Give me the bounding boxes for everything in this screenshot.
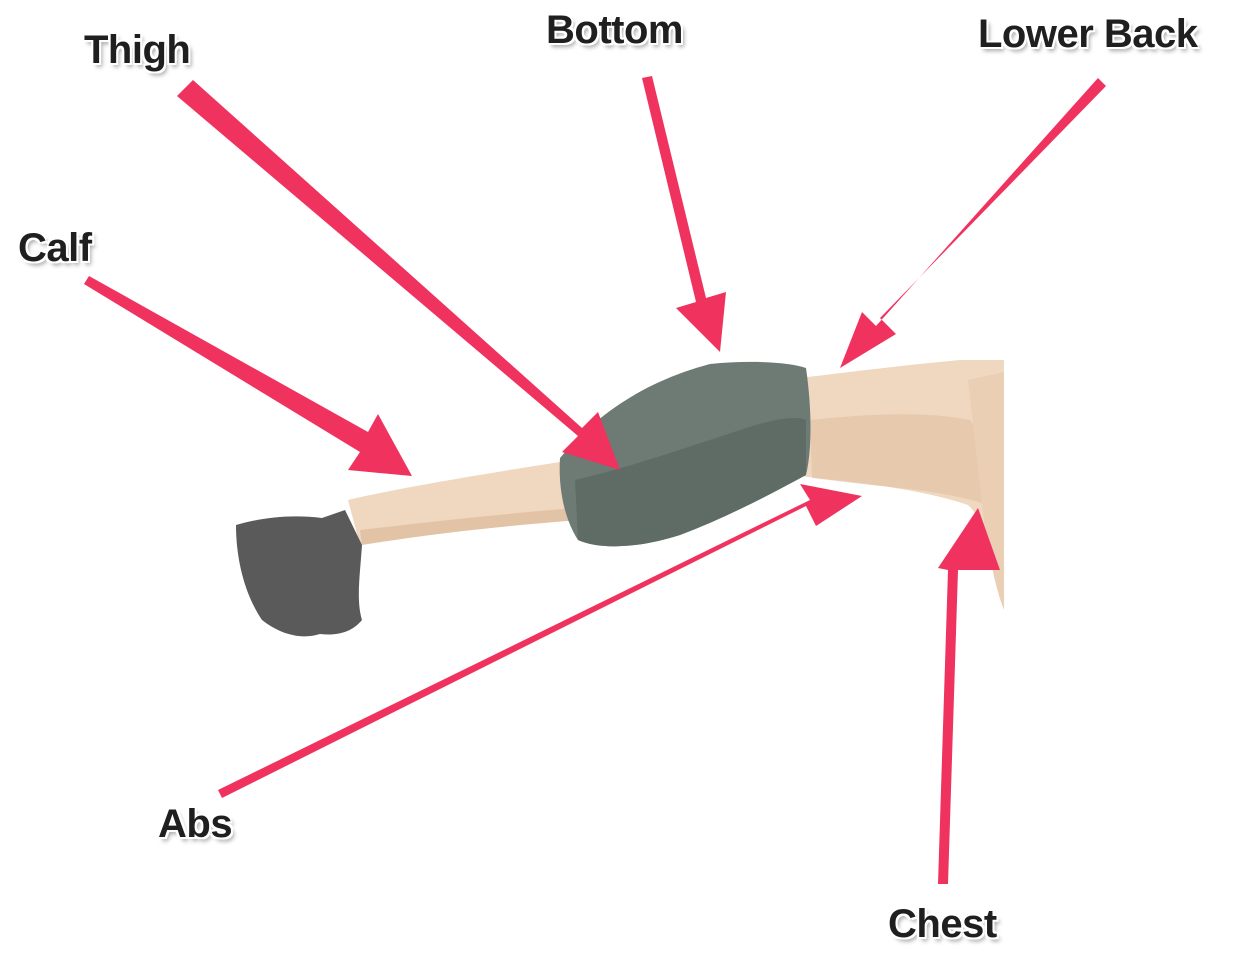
- abs-arrow: [218, 484, 862, 798]
- chest-arrow: [938, 508, 1000, 884]
- arm: [968, 372, 1004, 610]
- shoe: [236, 510, 362, 637]
- chest-label: Chest: [888, 902, 997, 946]
- bottom-arrow: [642, 76, 726, 352]
- shorts-shadow: [575, 418, 806, 547]
- lower-back-arrow: [840, 78, 1106, 368]
- calf-arrow: [84, 276, 412, 476]
- arrows: [84, 76, 1106, 884]
- leg-shadow: [360, 508, 580, 545]
- person-illustration: [236, 360, 1004, 637]
- thigh-arrow: [177, 80, 620, 470]
- thigh-label: Thigh: [84, 28, 191, 72]
- abs-label: Abs: [158, 802, 233, 846]
- bottom-label: Bottom: [546, 8, 683, 52]
- calf-label: Calf: [18, 226, 92, 270]
- lower-back-label: Lower Back: [978, 12, 1198, 56]
- torso-shadow: [810, 414, 1000, 510]
